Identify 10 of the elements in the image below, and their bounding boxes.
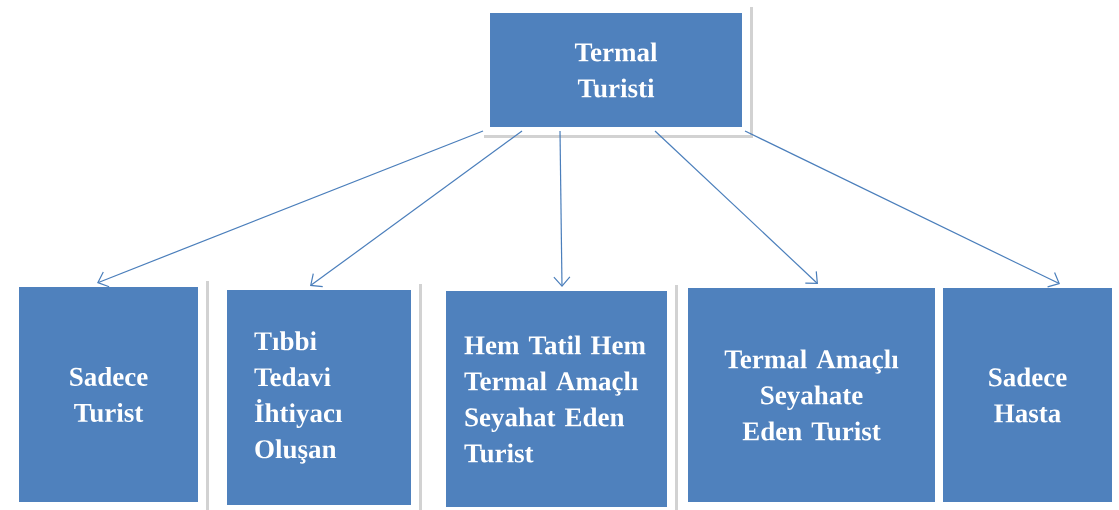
arrow: [553, 130, 571, 287]
category-box: Sadece Hasta: [935, 280, 1119, 510]
category-box: Termal Turisti: [482, 5, 750, 135]
arrow: [97, 130, 484, 288]
category-box: Tıbbi Tedavi İhtiyacı Oluşan: [219, 282, 419, 510]
arrow: [744, 130, 1060, 288]
category-box: Hem Tatil Hem Termal Amaçlı Seyahat Eden Turist: [438, 283, 675, 510]
arrow: [310, 130, 523, 288]
arrow: [654, 130, 818, 284]
category-box: Sadece Turist: [11, 279, 206, 510]
